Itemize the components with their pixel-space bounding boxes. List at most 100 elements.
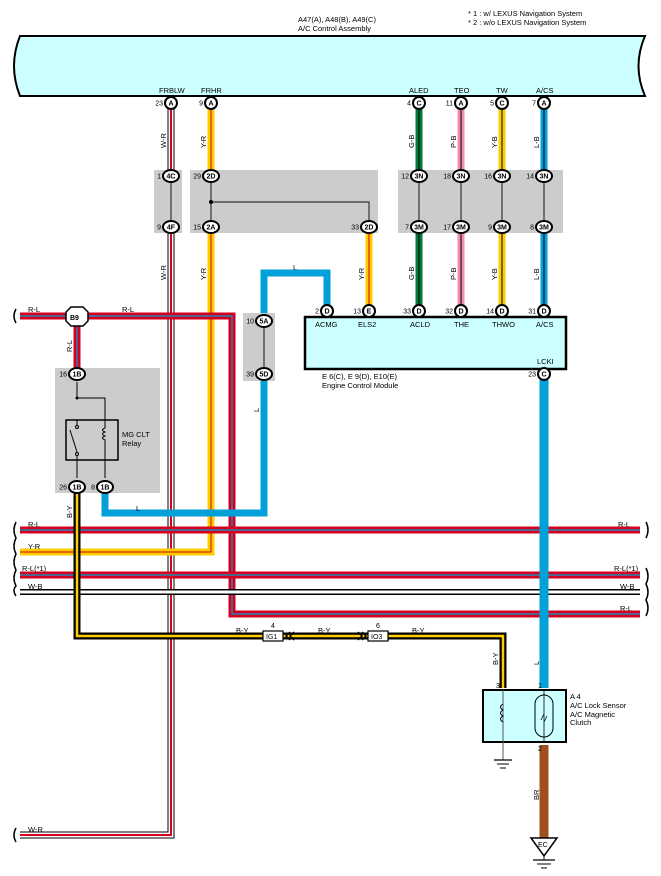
junction-2a-connector-id: 2A: [207, 225, 216, 232]
svg-text:B-Y: B-Y: [65, 505, 74, 518]
sensor-line-3: Clutch: [570, 718, 591, 727]
relay-pin-top-pin: 16: [59, 372, 67, 379]
junction-3m-connector-1-pin: 17: [443, 225, 451, 232]
junction-2a-connector-pin: 15: [193, 225, 201, 232]
ecm-connector-4: D14: [486, 304, 509, 318]
svg-text:R-L: R-L: [122, 305, 134, 314]
ecm-connector-2-id: D: [416, 309, 421, 316]
ecm-term-the: THE: [454, 320, 469, 329]
ecm-connector-1-pin: 13: [353, 309, 361, 316]
svg-text:W-R: W-R: [159, 265, 168, 280]
junction-3n-connector-0-id: 3N: [415, 174, 424, 181]
sensor-line-2: A/C Magnetic: [570, 710, 615, 719]
junction-3m-connector-2: 3M 9: [488, 220, 511, 234]
junction-3n-connector-2-id: 3N: [498, 174, 507, 181]
svg-text:B-Y: B-Y: [491, 652, 500, 665]
junction-3n-connector-1-id: 3N: [457, 174, 466, 181]
bus-breaks: [13, 308, 649, 843]
inline-connectors: IG1 4 IO3 6: [262, 623, 389, 642]
junction-4f-connector-pin: 9: [157, 225, 161, 232]
junction-3n-connector-3: 3N 14: [526, 169, 553, 183]
junction-3n-connector-2: 3N 16: [484, 169, 511, 183]
wires: [20, 104, 640, 840]
ecm-box: [303, 315, 568, 371]
junction-5d-connector-id: 5D: [260, 372, 269, 379]
svg-text:R-L: R-L: [28, 520, 40, 529]
junction-3m-connector-3-pin: 8: [530, 225, 534, 232]
acc-connector-3-id: A: [458, 101, 463, 108]
ecm-connector-1-id: E: [367, 309, 372, 316]
note-1: * 1 : w/ LEXUS Navigation System: [468, 9, 582, 18]
wire-labels: W-R Y-R G-B P-B Y-B L-B W-R Y-R Y-R G-B …: [22, 133, 639, 834]
junction-2d-top-connector-pin: 29: [193, 174, 201, 181]
ecm-connector-1: E 13: [353, 304, 376, 318]
junction-3n-connector-3-pin: 14: [526, 174, 534, 181]
ecm-term-els2: ELS2: [358, 320, 376, 329]
svg-text:BR: BR: [532, 789, 541, 800]
wire-wr: [20, 104, 172, 836]
wire-l-acmg: [260, 269, 331, 320]
junction-3m-connector-2-id: 3M: [497, 225, 507, 232]
ecm-name: Engine Control Module: [322, 381, 398, 390]
svg-text:Y-R: Y-R: [199, 135, 208, 148]
svg-text:R-L(*1): R-L(*1): [22, 564, 47, 573]
ecm-connector-3-pin: 32: [445, 309, 453, 316]
svg-text:W-R: W-R: [159, 133, 168, 148]
relay-pin-right-id: 1B: [101, 485, 110, 492]
acc-connector-1-id: A: [208, 101, 213, 108]
junction-3m-connector-3: 3M8: [530, 220, 553, 234]
junction-2a-connector: 2A 15: [193, 220, 220, 234]
junction-3m-connector-2-pin: 9: [488, 225, 492, 232]
svg-text:B-Y: B-Y: [412, 626, 425, 635]
ground-id: EC: [538, 842, 548, 849]
svg-text:R-L(*1): R-L(*1): [614, 564, 639, 573]
svg-text:G-B: G-B: [407, 135, 416, 148]
acc-connector-2-pin: 4: [407, 101, 411, 108]
svg-text:L-B: L-B: [532, 136, 541, 148]
relay-block: [55, 368, 160, 493]
junction-3n-connector-0: 3N 12: [401, 169, 428, 183]
note-2: * 2 : w/o LEXUS Navigation System: [468, 18, 586, 27]
inline-ig1-pin: 4: [271, 623, 275, 630]
junction-5d-connector-pin: 39: [246, 372, 254, 379]
sensor-pin-1: 1: [538, 683, 542, 690]
svg-text:P-B: P-B: [449, 267, 458, 280]
ecm-connector-5: D31: [528, 304, 551, 318]
relay-pin-right-pin: 8: [91, 485, 95, 492]
svg-text:Y-R: Y-R: [28, 542, 41, 551]
acc-term-frblw: FRBLW: [159, 86, 186, 95]
ecm-connector-3: D32: [445, 304, 468, 318]
svg-text:Y-R: Y-R: [357, 267, 366, 280]
svg-text:R-L: R-L: [28, 305, 40, 314]
ecm-connector-0: D2: [315, 304, 334, 318]
svg-text:R-L: R-L: [618, 520, 630, 529]
acc-connector-1-pin: 9: [199, 101, 203, 108]
ecm-connector-2: D33: [403, 304, 426, 318]
junction-3m-connector-0-id: 3M: [414, 225, 424, 232]
svg-text:L: L: [252, 408, 261, 412]
junction-3n-connector-2-pin: 16: [484, 174, 492, 181]
acc-connector-2-id: C: [416, 101, 421, 108]
ground-ec: EC: [529, 837, 559, 869]
relay-name-2: Relay: [122, 439, 141, 448]
ecm-connector-5-id: D: [541, 309, 546, 316]
relay-name-1: MG CLT: [122, 430, 150, 439]
acc-connector-5-pin: 7: [532, 101, 536, 108]
junction-4f-connector: 4F9: [157, 220, 180, 234]
junction-3n-connector-3-id: 3N: [540, 174, 549, 181]
assembly-codes: A47(A), A48(B), A49(C): [298, 15, 376, 24]
sensor-pin-2: 2: [538, 746, 542, 753]
junction-4c-connector: 4C1: [157, 169, 180, 183]
inline-ig1-id: IG1: [266, 634, 277, 641]
junction-3n-connector-0-pin: 12: [401, 174, 409, 181]
ecm-term-acmg: ACMG: [315, 320, 338, 329]
svg-text:P-B: P-B: [449, 135, 458, 148]
ecm-term-acld: ACLD: [410, 320, 431, 329]
relay-pin-left-id: 1B: [73, 485, 82, 492]
relay-pin-left-pin: 26: [59, 485, 67, 492]
